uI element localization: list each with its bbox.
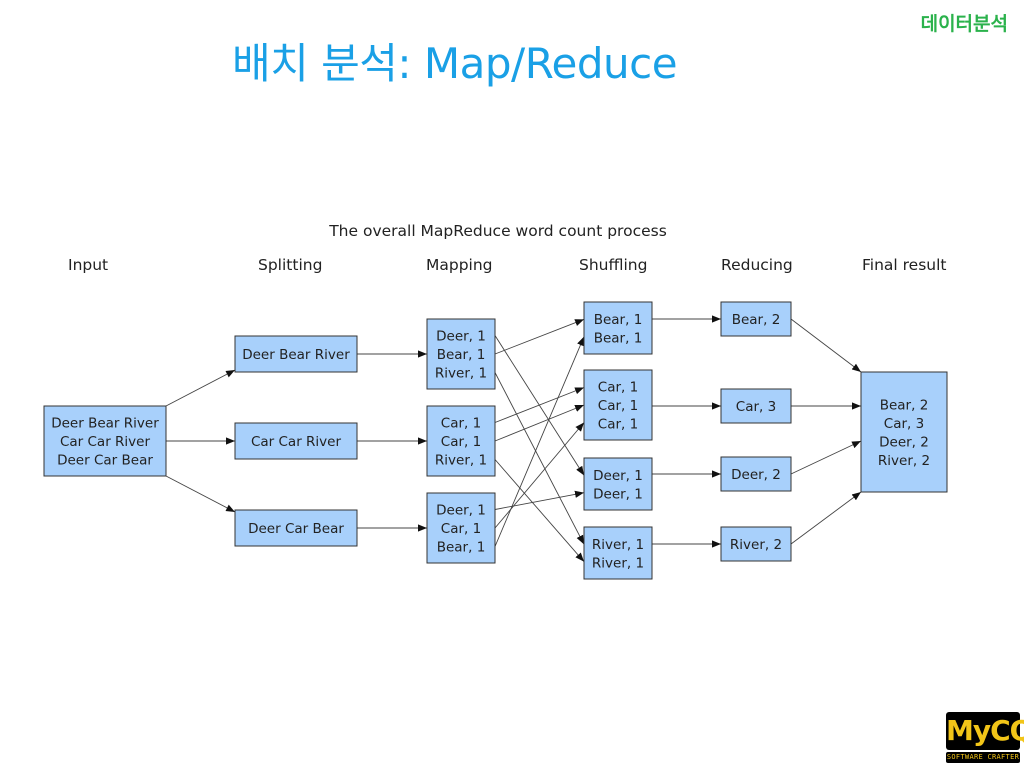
split-box-3-line: Deer Car Bear	[248, 521, 344, 537]
edge-map-shuffle	[494, 490, 585, 510]
map-box-3-line: Bear, 1	[437, 540, 486, 556]
shuffle-box-4-line: River, 1	[592, 537, 644, 553]
category-tag: 데이터분석	[920, 13, 1008, 35]
shuffle-box-3-line: Deer, 1	[593, 486, 643, 502]
map-box-2-line: Car, 1	[441, 434, 481, 450]
input-box-line: Deer Bear River	[51, 416, 159, 432]
shuffle-box-1-line: Bear, 1	[594, 312, 643, 328]
stage-header-input: Input	[68, 256, 108, 274]
final-box-line: Car, 3	[884, 416, 924, 432]
reduce-box-1: Bear, 2	[720, 301, 792, 337]
shuffle-box-4: River, 1 River, 1	[583, 526, 653, 580]
slide-title: 배치 분석: Map/Reduce	[232, 39, 678, 88]
logo-subtext: SOFTWARE CRAFTER	[946, 752, 1020, 763]
map-box-3: Deer, 1 Car, 1 Bear, 1	[426, 492, 496, 564]
shuffle-box-2: Car, 1 Car, 1 Car, 1	[583, 369, 653, 441]
logo-text: MyCQ	[946, 712, 1024, 750]
shuffle-box-1: Bear, 1 Bear, 1	[583, 301, 653, 355]
reduce-box-3: Deer, 2	[720, 456, 792, 492]
edge-map-shuffle	[494, 336, 585, 547]
input-box-line: Deer Car Bear	[57, 453, 153, 469]
stage-header-final-result: Final result	[862, 256, 947, 274]
map-box-2-line: Car, 1	[441, 416, 481, 432]
shuffle-box-2-line: Car, 1	[598, 380, 638, 396]
map-box-3-line: Car, 1	[441, 521, 481, 537]
split-box-1-line: Deer Bear River	[242, 347, 350, 363]
edge-reduce-final-3	[790, 440, 862, 475]
edge-input-split-3	[165, 475, 236, 513]
reduce-box-4: River, 2	[720, 526, 792, 562]
final-box: Bear, 2 Car, 3 Deer, 2 River, 2	[860, 371, 948, 493]
edge-map-shuffle	[494, 387, 585, 423]
map-box-2-line: River, 1	[435, 453, 487, 469]
stage-header-reducing: Reducing	[721, 256, 793, 274]
split-box-2: Car Car River	[234, 422, 358, 460]
shuffle-box-4-line: River, 1	[592, 555, 644, 571]
map-box-1-line: River, 1	[435, 366, 487, 382]
map-box-3-line: Deer, 1	[436, 503, 486, 519]
split-box-2-line: Car Car River	[251, 434, 342, 450]
final-box-line: Bear, 2	[880, 397, 929, 413]
stage-header-shuffling: Shuffling	[579, 256, 647, 274]
shuffle-box-2-line: Car, 1	[598, 398, 638, 414]
split-box-3: Deer Car Bear	[234, 509, 358, 547]
split-box-1: Deer Bear River	[234, 335, 358, 373]
stage-header-splitting: Splitting	[258, 256, 322, 274]
edge-reduce-final-1	[790, 318, 862, 373]
reduce-box-2-line: Car, 3	[736, 399, 776, 415]
stage-header-mapping: Mapping	[426, 256, 493, 274]
diagram-caption: The overall MapReduce word count process	[328, 222, 667, 240]
edge-input-split-1	[165, 369, 236, 407]
reduce-box-4-line: River, 2	[730, 537, 782, 553]
final-box-line: Deer, 2	[879, 434, 929, 450]
map-box-1: Deer, 1 Bear, 1 River, 1	[426, 318, 496, 390]
edge-map-shuffle	[494, 318, 585, 355]
input-box-line: Car Car River	[60, 434, 151, 450]
reduce-box-2: Car, 3	[720, 388, 792, 424]
map-box-1-line: Bear, 1	[437, 347, 486, 363]
shuffle-box-3: Deer, 1 Deer, 1	[583, 457, 653, 511]
map-box-1-line: Deer, 1	[436, 329, 486, 345]
map-box-2: Car, 1 Car, 1 River, 1	[426, 405, 496, 477]
reduce-box-3-line: Deer, 2	[731, 467, 781, 483]
edge-map-shuffle	[494, 372, 585, 545]
final-box-line: River, 2	[878, 453, 930, 469]
shuffle-box-3-line: Deer, 1	[593, 468, 643, 484]
reduce-box-1-line: Bear, 2	[732, 312, 781, 328]
edge-map-shuffle	[494, 404, 585, 442]
edge-map-shuffle	[494, 459, 585, 562]
mycq-logo: MyCQ SOFTWARE CRAFTER	[946, 712, 1024, 764]
shuffle-box-1-line: Bear, 1	[594, 330, 643, 346]
edge-reduce-final-4	[790, 491, 862, 545]
shuffle-box-2-line: Car, 1	[598, 417, 638, 433]
